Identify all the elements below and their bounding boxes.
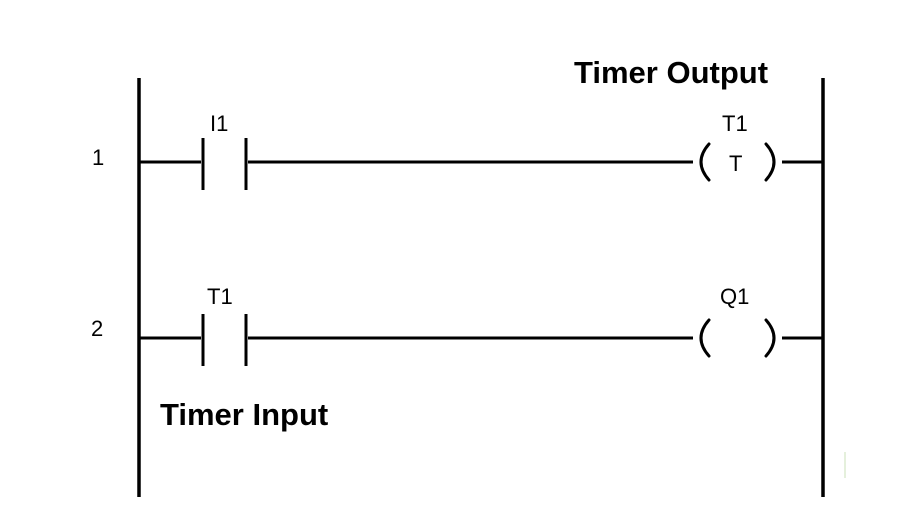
output-coil [699, 318, 776, 358]
rung-number: 2 [91, 316, 103, 341]
coil-left-arc [699, 142, 711, 182]
timer-input-title: Timer Input [160, 397, 328, 432]
rung-2: 2 T1 Q1 [91, 284, 823, 366]
contact-label: I1 [210, 111, 228, 136]
coil-right-arc [764, 142, 776, 182]
coil-left-arc [699, 318, 711, 358]
timer-coil [699, 142, 776, 182]
coil-label: Q1 [720, 284, 749, 309]
normally-open-contact [201, 314, 248, 366]
rung-number: 1 [92, 145, 104, 170]
coil-inner-label: T [729, 151, 742, 176]
coil-right-arc [764, 318, 776, 358]
coil-label: T1 [722, 111, 748, 136]
rung-1: 1 I1 T1 T [92, 111, 823, 190]
normally-open-contact [201, 138, 248, 190]
timer-output-title: Timer Output [574, 55, 768, 90]
contact-label: T1 [207, 284, 233, 309]
